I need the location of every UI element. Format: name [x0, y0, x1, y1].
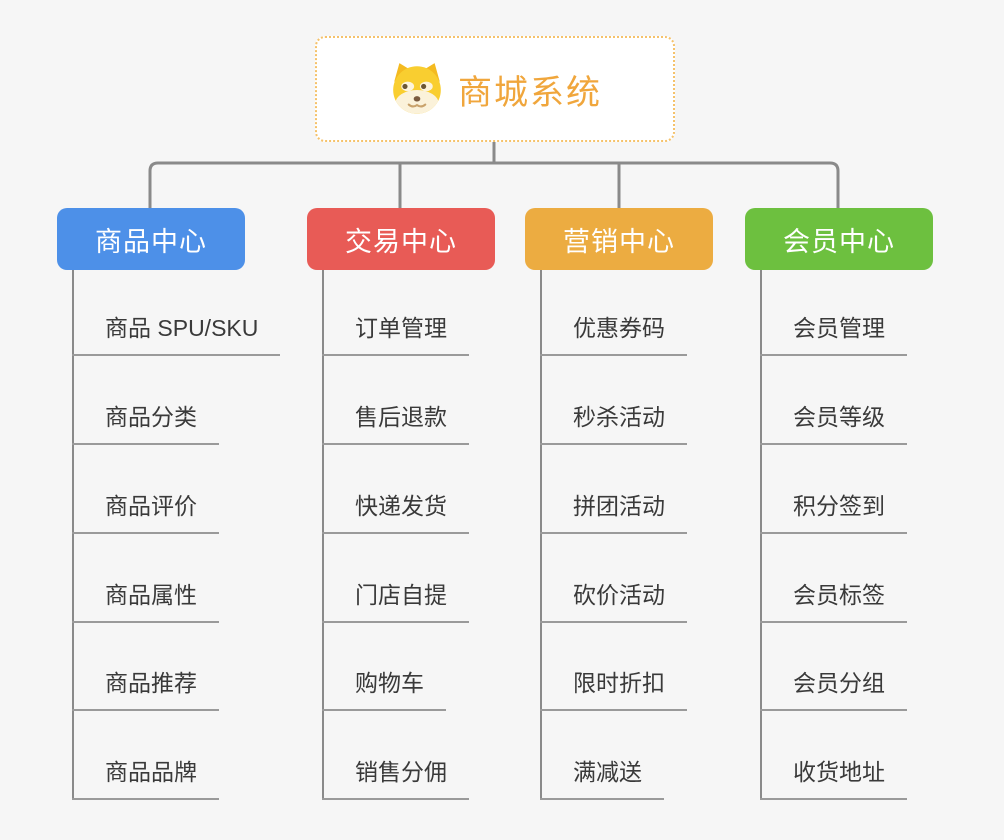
subtopic[interactable]: 商品分类: [72, 402, 219, 445]
subtopic[interactable]: 门店自提: [322, 580, 469, 623]
branch-topic-product[interactable]: 商品中心: [57, 208, 245, 270]
tree-connector-lines: [148, 142, 840, 208]
branch-trunk-line: [540, 270, 542, 800]
branch-topic-marketing[interactable]: 营销中心: [525, 208, 713, 270]
branch-label: 会员中心: [783, 226, 895, 257]
root-topic[interactable]: 商城系统: [315, 36, 675, 142]
subtopic[interactable]: 销售分佣: [322, 757, 469, 800]
branch-trunk-line: [760, 270, 762, 800]
subtopic[interactable]: 商品评价: [72, 491, 219, 534]
subtopic[interactable]: 商品推荐: [72, 668, 219, 711]
subtopic[interactable]: 会员管理: [760, 313, 907, 356]
subtopic[interactable]: 限时折扣: [540, 668, 687, 711]
branch-label: 交易中心: [345, 226, 457, 257]
branch-trunk-line: [72, 270, 74, 800]
subtopic[interactable]: 优惠券码: [540, 313, 687, 356]
branch-topic-trade[interactable]: 交易中心: [307, 208, 495, 270]
subtopic[interactable]: 商品品牌: [72, 757, 219, 800]
branch-label: 营销中心: [563, 226, 675, 257]
subtopic[interactable]: 订单管理: [322, 313, 469, 356]
subtopic[interactable]: 砍价活动: [540, 580, 687, 623]
subtopic[interactable]: 购物车: [322, 668, 446, 711]
subtopic[interactable]: 商品 SPU/SKU: [72, 313, 281, 356]
branch-bus-line: [148, 161, 840, 208]
root-topic-title: 商城系统: [458, 73, 602, 112]
subtopic[interactable]: 会员标签: [760, 580, 907, 623]
branch-trunk-line: [322, 270, 324, 800]
subtopic[interactable]: 收货地址: [760, 757, 907, 800]
doge-face-icon: [393, 63, 441, 114]
subtopic[interactable]: 会员等级: [760, 402, 907, 445]
subtopic[interactable]: 拼团活动: [540, 491, 687, 534]
subtopic[interactable]: 满减送: [540, 757, 664, 800]
subtopic[interactable]: 会员分组: [760, 668, 907, 711]
branch-topic-member[interactable]: 会员中心: [745, 208, 933, 270]
subtopic[interactable]: 积分签到: [760, 491, 907, 534]
subtopic[interactable]: 商品属性: [72, 580, 219, 623]
branch-label: 商品中心: [95, 226, 207, 257]
subtopic[interactable]: 秒杀活动: [540, 402, 687, 445]
subtopic[interactable]: 快递发货: [322, 491, 469, 534]
subtopic[interactable]: 售后退款: [322, 402, 469, 445]
